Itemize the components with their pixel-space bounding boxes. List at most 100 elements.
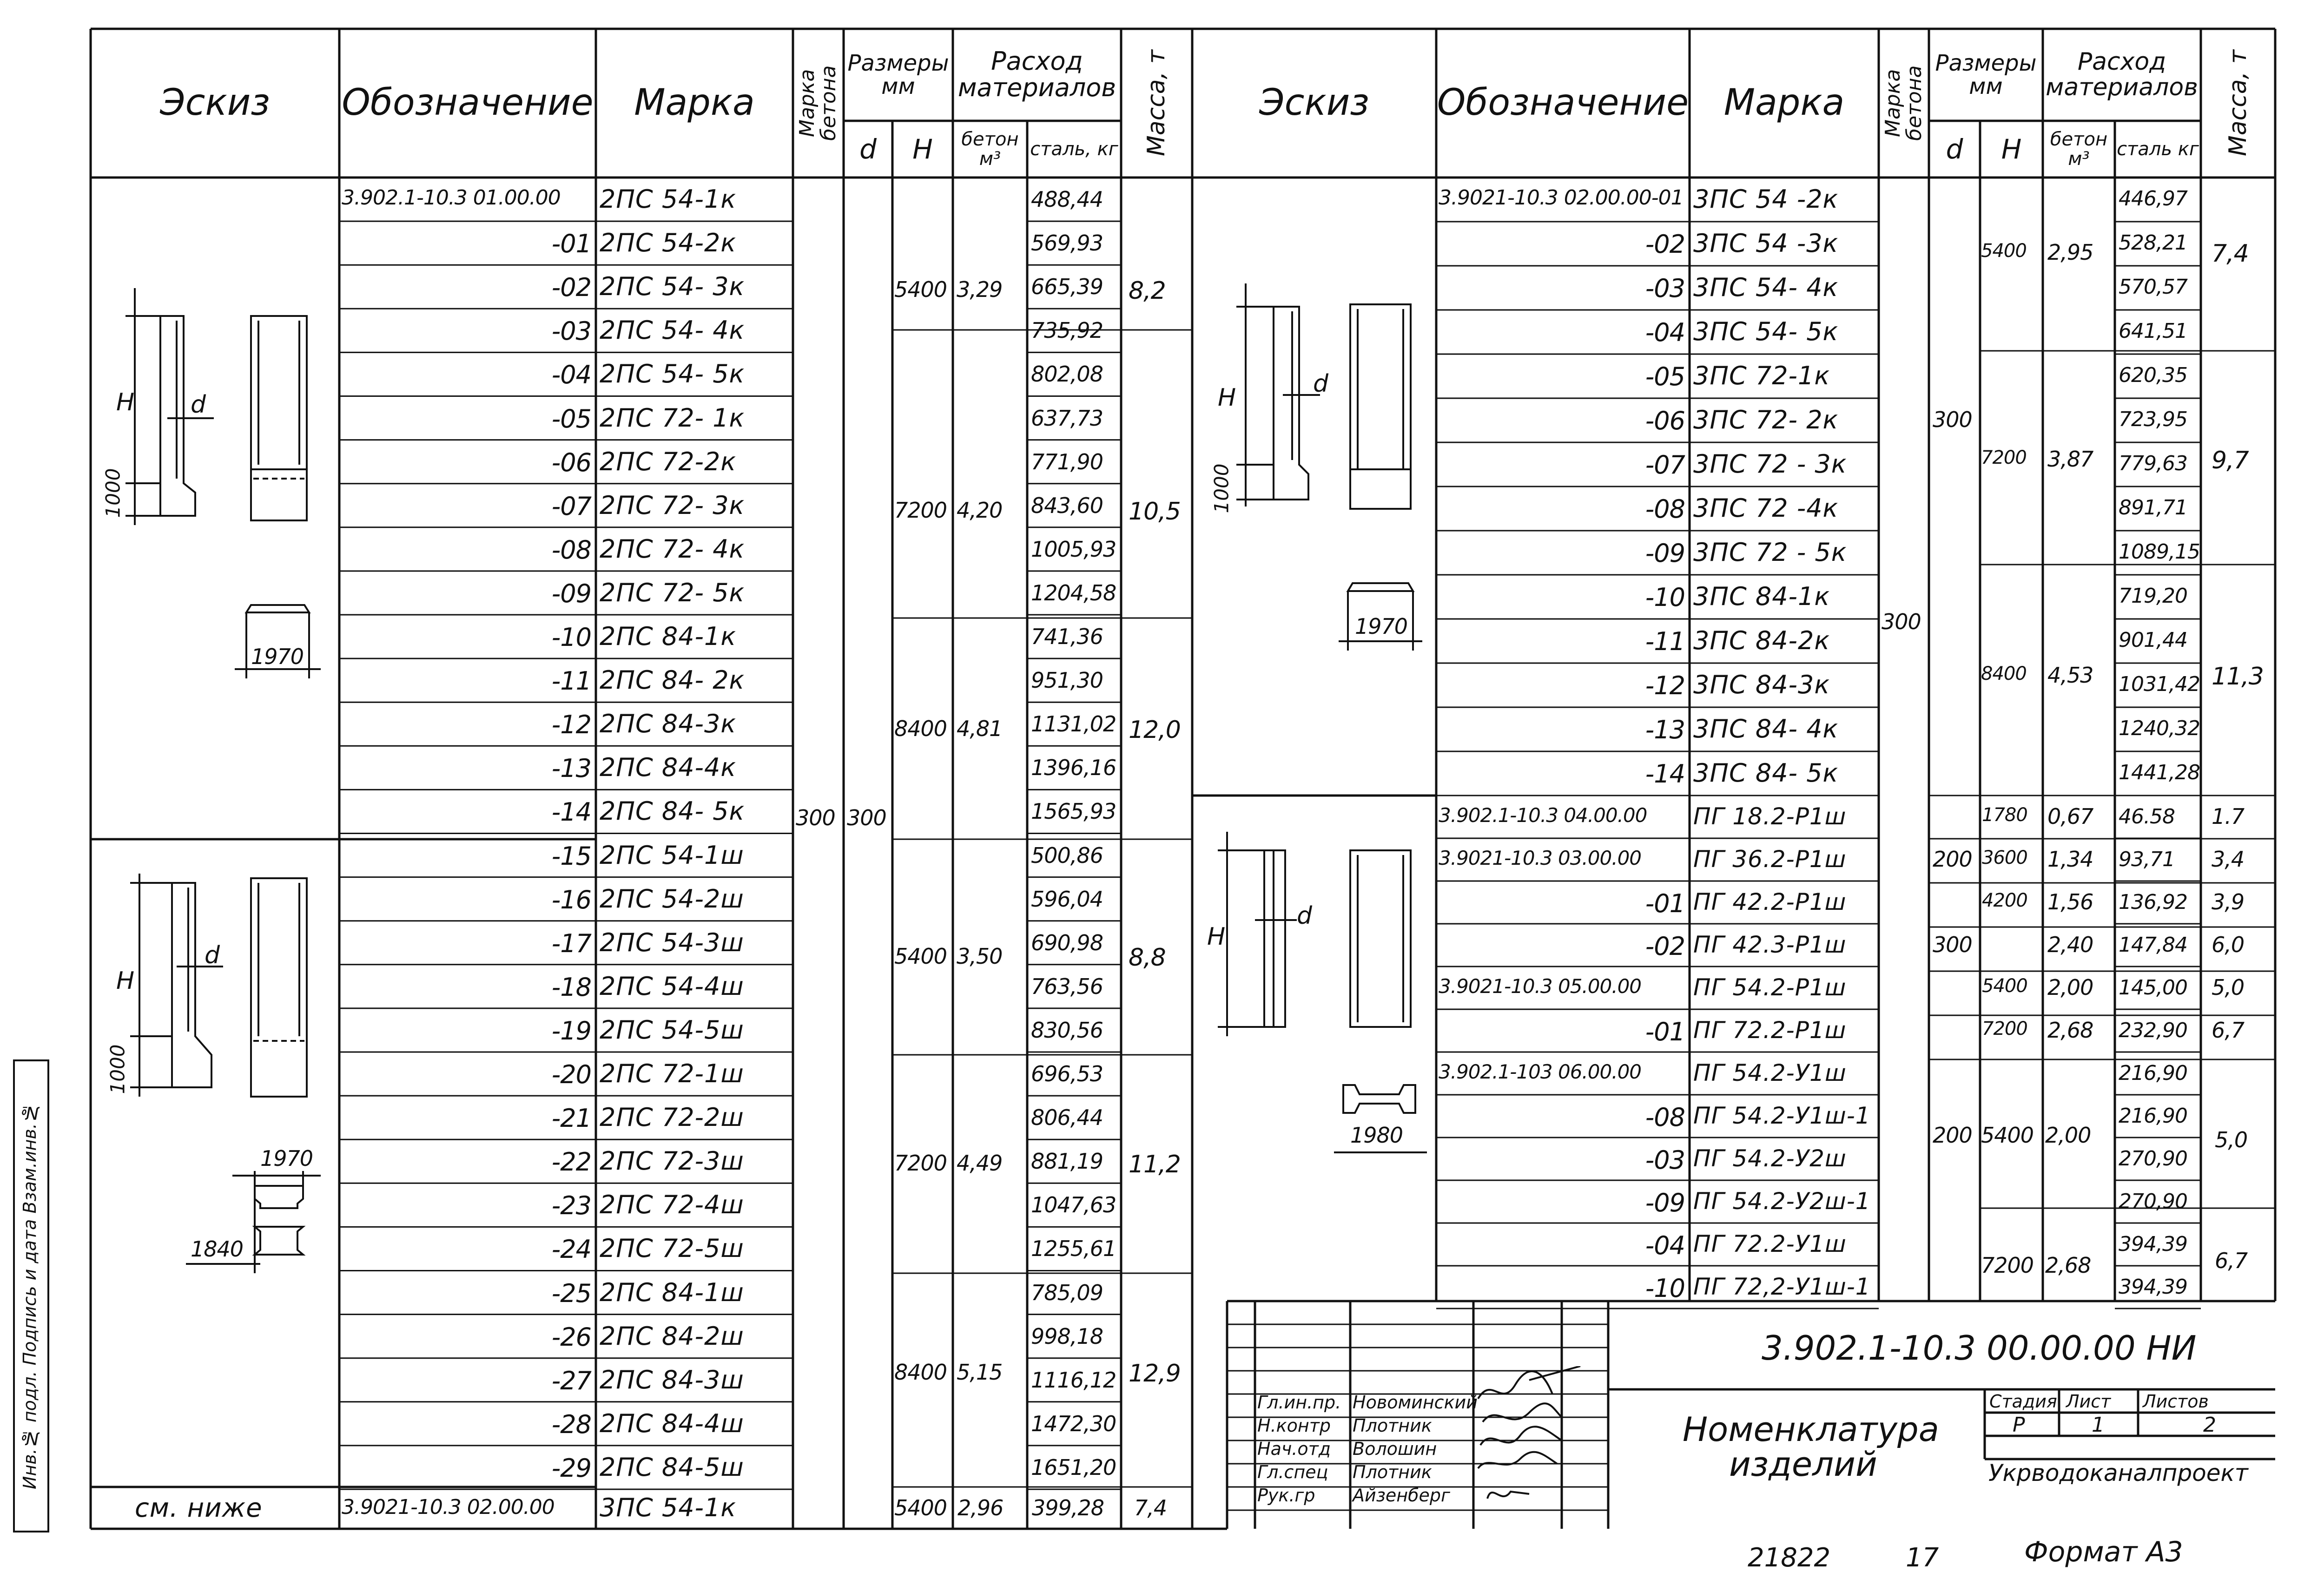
left-row-steel: 1131,02 xyxy=(1031,711,1116,737)
right-pg-mass1: 5,0 xyxy=(2215,1127,2248,1152)
role-title: Нач.отд xyxy=(1257,1439,1331,1459)
right-row-mark: 3ПС 54 -3к xyxy=(1693,229,1839,258)
left-row-mark: 2ПС 84-4к xyxy=(600,753,737,783)
left-row-code: -16 xyxy=(551,885,592,914)
left-row-mark: 2ПС 54-2к xyxy=(600,228,737,258)
left-row-steel: 1047,63 xyxy=(1031,1192,1116,1218)
right-row-steel: 1240,32 xyxy=(2119,717,2200,740)
right-row-code: -02 xyxy=(1645,230,1685,259)
right-row-code: -14 xyxy=(1645,759,1685,789)
right-row-steel: 641,51 xyxy=(2119,319,2188,343)
header-mass-right: Масса, т xyxy=(2224,50,2252,157)
pg-row-mark: ПГ 72.2-Р1ш xyxy=(1693,1017,1847,1044)
left-last-concrete: 2,96 xyxy=(957,1495,1004,1520)
header-steel-right: сталь кг xyxy=(2117,138,2199,160)
left-row-steel: 1565,93 xyxy=(1031,799,1116,824)
pg-row-steel: 270,90 xyxy=(2119,1190,2188,1213)
left-row-steel: 843,60 xyxy=(1031,493,1103,518)
right-row-steel: 891,71 xyxy=(2119,496,2188,520)
dim-1000-label-2: 1000 xyxy=(106,1044,129,1094)
right-row-mark: 3ПС 72 - 3к xyxy=(1693,449,1847,479)
left-row-code: -14 xyxy=(551,797,592,827)
pg-row-steel: 394,39 xyxy=(2119,1232,2188,1256)
header-mark-left: Марка xyxy=(634,82,755,124)
pg-row-mark: ПГ 54.2-У1ш-1 xyxy=(1693,1102,1871,1129)
pg-row-steel: 270,90 xyxy=(2119,1147,2188,1171)
dim-1970-label-3: 1970 xyxy=(1355,614,1408,639)
right-pg-h1: 5400 xyxy=(1981,1123,2034,1148)
left-row-code: -12 xyxy=(551,710,592,740)
left-row-mark: 2ПС 54- 5к xyxy=(600,359,745,389)
left-row-mark: 2ПС 84- 5к xyxy=(600,796,745,826)
dim-h-label-2: H xyxy=(116,967,134,995)
dim-1840-label: 1840 xyxy=(191,1236,244,1262)
left-row-steel: 741,36 xyxy=(1031,624,1103,649)
pg-row-mass: 5,0 xyxy=(2212,975,2245,1000)
signatures xyxy=(1477,1366,1581,1499)
left-row-mark: 2ПС 54-1ш xyxy=(600,840,744,870)
left-row-code: -06 xyxy=(551,447,592,477)
right-row-mark: 3ПС 84-1к xyxy=(1693,582,1830,611)
pg-row-mark: ПГ 72.2-У1ш xyxy=(1693,1230,1847,1257)
pg-row-concrete: 1,34 xyxy=(2047,847,2093,872)
left-row-mark: 2ПС 72- 1к xyxy=(600,403,745,433)
left-row-code: -19 xyxy=(551,1016,592,1046)
right-row-mark: 3ПС 72 - 5к xyxy=(1693,538,1847,567)
left-row-steel: 951,30 xyxy=(1031,668,1103,693)
left-row-steel: 1204,58 xyxy=(1031,580,1116,605)
left-group-h: 7200 xyxy=(894,498,947,523)
left-row-code: -27 xyxy=(551,1366,592,1395)
left-group-concrete: 3,29 xyxy=(957,277,1003,302)
header-sketch-right: Эскиз xyxy=(1259,82,1369,124)
left-row-code: -18 xyxy=(551,972,592,1002)
left-row-code: -22 xyxy=(551,1147,592,1177)
right-group-h: 7200 xyxy=(1981,447,2027,468)
left-group-concrete: 4,20 xyxy=(957,498,1003,523)
left-row-mark: 2ПС 72-5ш xyxy=(600,1234,744,1263)
dim-d-label-2: d xyxy=(205,941,220,969)
side-stamp-frame: Инв.№ подл. Подпись и дата Взам.инв.№ xyxy=(13,1059,49,1532)
right-row-steel: 779,63 xyxy=(2119,452,2188,475)
left-row-steel: 881,19 xyxy=(1031,1149,1103,1174)
left-row-steel: 665,39 xyxy=(1031,274,1103,300)
role-name: Новоминский xyxy=(1353,1392,1478,1413)
role-name: Волошин xyxy=(1353,1439,1437,1459)
header-mark-right: Марка xyxy=(1723,82,1845,124)
doc-title-line2: изделий xyxy=(1729,1445,1877,1484)
role-title: Гл.спец xyxy=(1257,1462,1328,1482)
pg-row-steel: 93,71 xyxy=(2119,848,2175,871)
left-row-mark: 2ПС 54-4ш xyxy=(600,971,744,1001)
pg-row-code: -01 xyxy=(1645,1017,1685,1046)
left-group-h: 8400 xyxy=(894,716,947,741)
right-pg-concrete1: 2,00 xyxy=(2045,1123,2091,1148)
pg-row-steel: 136,92 xyxy=(2119,890,2188,914)
left-row-mark: 2ПС 72-2к xyxy=(600,447,737,476)
pg-row-code: -01 xyxy=(1645,889,1685,918)
left-row-steel: 735,92 xyxy=(1031,318,1103,343)
left-row-code: -24 xyxy=(551,1235,592,1264)
left-row-code: -26 xyxy=(551,1322,592,1352)
role-name: Плотник xyxy=(1353,1415,1432,1436)
right-row-steel: 446,97 xyxy=(2119,187,2188,210)
dim-1980-label: 1980 xyxy=(1350,1123,1403,1148)
right-group-mass: 11,3 xyxy=(2212,663,2264,691)
header-designation-right: Обозначение xyxy=(1437,82,1689,124)
dim-1970-label-1: 1970 xyxy=(251,644,304,669)
right-row-code: -09 xyxy=(1645,539,1685,568)
stage-value: Р xyxy=(2013,1413,2025,1437)
left-group-h: 8400 xyxy=(894,1360,947,1385)
left-row-mark: 2ПС 54-2ш xyxy=(600,884,744,914)
right-row-steel: 1031,42 xyxy=(2119,672,2200,696)
left-group-mass: 12,9 xyxy=(1129,1360,1181,1388)
pg-row-mass: 3,9 xyxy=(2212,889,2245,914)
left-row-mark: 2ПС 72- 4к xyxy=(600,534,745,564)
left-row-code: -23 xyxy=(551,1191,592,1221)
right-row-mark: 3ПС 72 -4к xyxy=(1693,493,1839,523)
pg-row-mark: ПГ 72,2-У1ш-1 xyxy=(1693,1273,1871,1300)
right-row-steel: 723,95 xyxy=(2119,408,2188,431)
pg-row-mass: 6,0 xyxy=(2212,932,2245,957)
left-group-concrete: 4,49 xyxy=(957,1151,1003,1176)
left-row-mark: 2ПС 54-3ш xyxy=(600,927,744,957)
right-row-mark: 3ПС 54- 4к xyxy=(1693,273,1839,302)
